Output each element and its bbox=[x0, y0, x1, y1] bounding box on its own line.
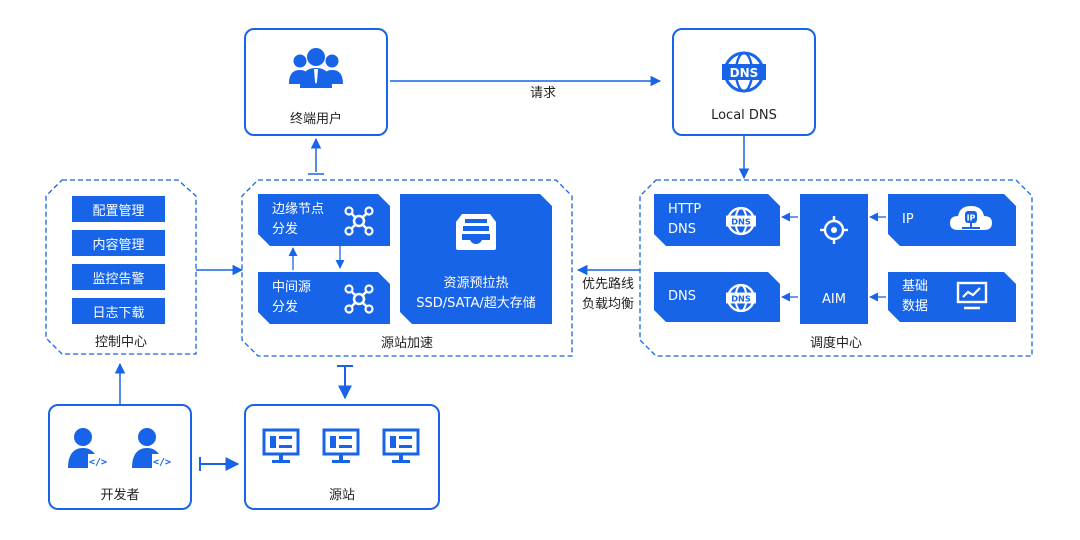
menu-content-management[interactable]: 内容管理 bbox=[72, 230, 165, 256]
developer-label: 开发者 bbox=[100, 488, 140, 503]
svg-text:DNS: DNS bbox=[731, 216, 751, 226]
edge-node-tile: 边缘节点 分发 bbox=[258, 194, 390, 246]
network-hub-icon bbox=[344, 284, 374, 314]
developer-icon: </> bbox=[68, 428, 108, 468]
base-data-line1: 基础 bbox=[902, 279, 929, 294]
end-user-node: 终端用户 bbox=[244, 28, 388, 136]
dns-globe-icon: DNS bbox=[726, 283, 756, 313]
route-label-line1: 优先路线 bbox=[582, 277, 635, 292]
developer-icon: </> bbox=[132, 428, 172, 468]
prefetch-tile: 资源预拉热 SSD/SATA/超大存储 bbox=[400, 194, 552, 324]
http-dns-line1: HTTP bbox=[668, 202, 702, 217]
server-monitor-icon bbox=[262, 428, 300, 463]
dns-globe-icon: DNS bbox=[722, 51, 766, 93]
route-label-line2: 负载均衡 bbox=[582, 297, 635, 312]
aim-tile: AIM bbox=[800, 194, 868, 324]
mid-source-line1: 中间源 bbox=[272, 280, 312, 295]
local-dns-node: DNS Local DNS bbox=[672, 28, 816, 136]
dns-label: DNS bbox=[668, 289, 696, 304]
network-hub-icon bbox=[344, 206, 374, 236]
origin-label: 源站 bbox=[328, 488, 355, 503]
server-monitor-icon bbox=[382, 428, 420, 463]
mid-source-tile: 中间源 分发 bbox=[258, 272, 390, 324]
users-icon bbox=[289, 48, 343, 88]
aim-label: AIM bbox=[822, 292, 846, 307]
ip-label: IP bbox=[902, 212, 914, 227]
menu-config-management[interactable]: 配置管理 bbox=[72, 196, 165, 222]
svg-text:DNS: DNS bbox=[730, 66, 759, 80]
local-dns-label: Local DNS bbox=[711, 108, 777, 123]
svg-text:IP: IP bbox=[967, 214, 976, 223]
base-data-tile: 基础 数据 bbox=[888, 272, 1016, 322]
http-dns-tile: HTTP DNS DNS bbox=[654, 194, 780, 246]
monitor-chart-icon bbox=[956, 281, 988, 311]
ip-tile: IP IP bbox=[888, 194, 1016, 246]
ip-cloud-icon: IP bbox=[948, 202, 994, 238]
origin-node: 源站 bbox=[244, 404, 440, 510]
base-data-line2: 数据 bbox=[902, 299, 929, 314]
request-label: 请求 bbox=[530, 86, 557, 101]
svg-text:</>: </> bbox=[153, 457, 171, 468]
prefetch-line2: SSD/SATA/超大存储 bbox=[416, 296, 536, 311]
dns-globe-icon: DNS bbox=[726, 206, 756, 236]
storage-tray-icon bbox=[452, 212, 500, 252]
menu-log-download[interactable]: 日志下载 bbox=[72, 298, 165, 324]
developer-node: </> </> 开发者 bbox=[48, 404, 192, 510]
svg-text:DNS: DNS bbox=[731, 293, 751, 303]
origin-accel-label: 源站加速 bbox=[380, 336, 433, 351]
svg-text:</>: </> bbox=[89, 457, 107, 468]
dns-tile: DNS DNS bbox=[654, 272, 780, 322]
edge-node-line1: 边缘节点 bbox=[272, 202, 325, 217]
prefetch-line1: 资源预拉热 bbox=[443, 276, 509, 291]
target-icon bbox=[820, 216, 848, 244]
control-center-label: 控制中心 bbox=[94, 335, 147, 350]
menu-monitoring-alerts[interactable]: 监控告警 bbox=[72, 264, 165, 290]
dispatch-center-label: 调度中心 bbox=[809, 336, 862, 351]
server-monitor-icon bbox=[322, 428, 360, 463]
edge-node-line2: 分发 bbox=[272, 222, 299, 237]
http-dns-line2: DNS bbox=[668, 222, 696, 237]
end-user-label: 终端用户 bbox=[289, 112, 342, 127]
mid-source-line2: 分发 bbox=[272, 300, 299, 315]
